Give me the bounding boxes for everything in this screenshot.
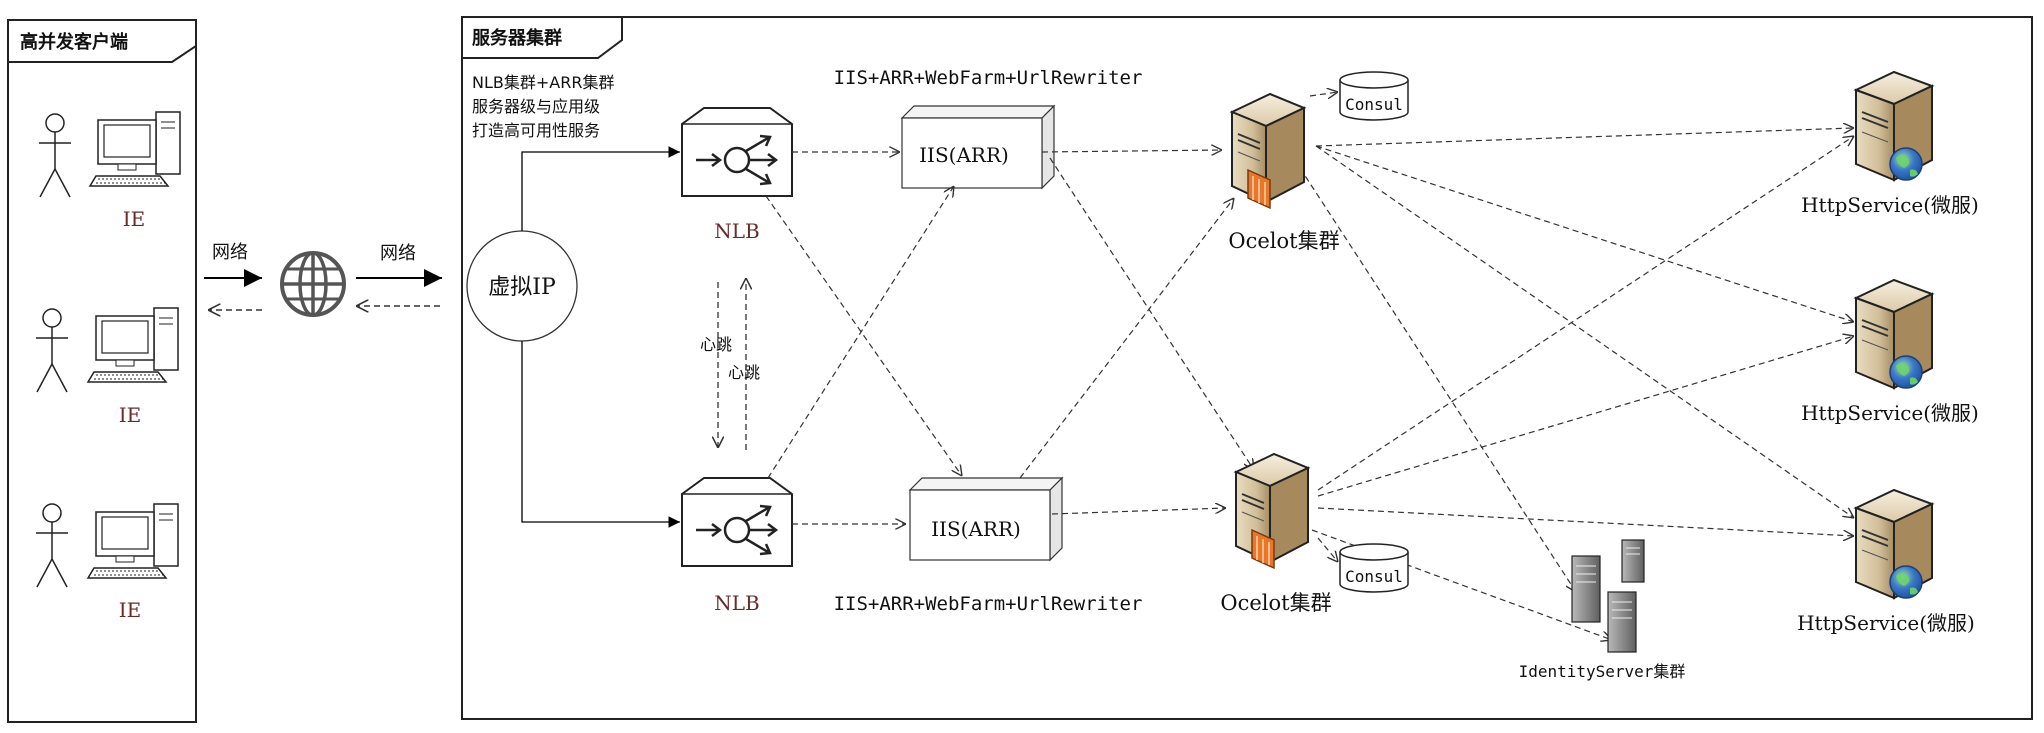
vip-to-nlb-bottom xyxy=(521,341,680,528)
client-2 xyxy=(35,307,179,393)
network-label-right: 网络 xyxy=(380,243,416,264)
note-line-1: NLB集群+ARR集群 xyxy=(472,73,614,92)
user-icon xyxy=(38,113,72,198)
network-label-left: 网络 xyxy=(212,242,248,263)
server-panel-title: 服务器集群 xyxy=(472,27,562,49)
client-1 xyxy=(38,111,181,198)
consul-bottom-label: Consul xyxy=(1345,567,1403,586)
iis-bottom-label: IIS(ARR) xyxy=(931,517,1021,541)
client-panel xyxy=(7,19,197,723)
ocelot-top-label: Ocelot集群 xyxy=(1228,229,1339,253)
user-icon xyxy=(35,308,69,393)
computer-icon xyxy=(87,307,179,383)
server-panel xyxy=(461,16,2033,720)
ocelot-bottom-label: Ocelot集群 xyxy=(1220,591,1331,615)
nlb-bottom-label: NLB xyxy=(714,591,759,615)
iis-top-label: IIS(ARR) xyxy=(919,143,1009,167)
client-panel-title: 高并发客户端 xyxy=(20,31,128,53)
virtual-ip-label: 虚拟IP xyxy=(488,275,556,300)
computer-icon xyxy=(89,111,181,187)
iis-stack-bottom-label: IIS+ARR+WebFarm+UrlRewriter xyxy=(834,593,1143,615)
nlb-top xyxy=(680,106,794,198)
client-label: IE xyxy=(123,207,146,231)
consul-top-label: Consul xyxy=(1345,95,1403,114)
client-label: IE xyxy=(119,403,142,427)
ocelot-server-bottom xyxy=(1235,453,1309,569)
identity-server-icon xyxy=(1571,539,1645,653)
heartbeat-label-right: 心跳 xyxy=(728,363,760,382)
http-service-3 xyxy=(1855,489,1933,599)
http-service-1 xyxy=(1855,71,1933,181)
nlb-bottom xyxy=(680,476,794,568)
user-icon xyxy=(35,503,69,588)
http-service-1-label: HttpService(微服) xyxy=(1801,193,1979,217)
note-line-2: 服务器级与应用级 xyxy=(472,97,600,116)
note-line-3: 打造高可用性服务 xyxy=(472,121,600,140)
computer-icon xyxy=(87,503,179,579)
client-label: IE xyxy=(119,598,142,622)
identity-server-label: IdentityServer集群 xyxy=(1519,662,1686,681)
globe-icon xyxy=(280,251,346,317)
iis-stack-top-label: IIS+ARR+WebFarm+UrlRewriter xyxy=(834,67,1143,89)
vip-to-nlb-top xyxy=(521,146,680,231)
client-3 xyxy=(35,503,179,588)
nlb-top-label: NLB xyxy=(714,219,759,243)
http-service-2 xyxy=(1855,279,1933,389)
heartbeat-label-left: 心跳 xyxy=(700,335,732,354)
http-service-3-label: HttpService(微服) xyxy=(1797,611,1975,635)
ocelot-server-top xyxy=(1231,93,1305,209)
http-service-2-label: HttpService(微服) xyxy=(1801,401,1979,425)
